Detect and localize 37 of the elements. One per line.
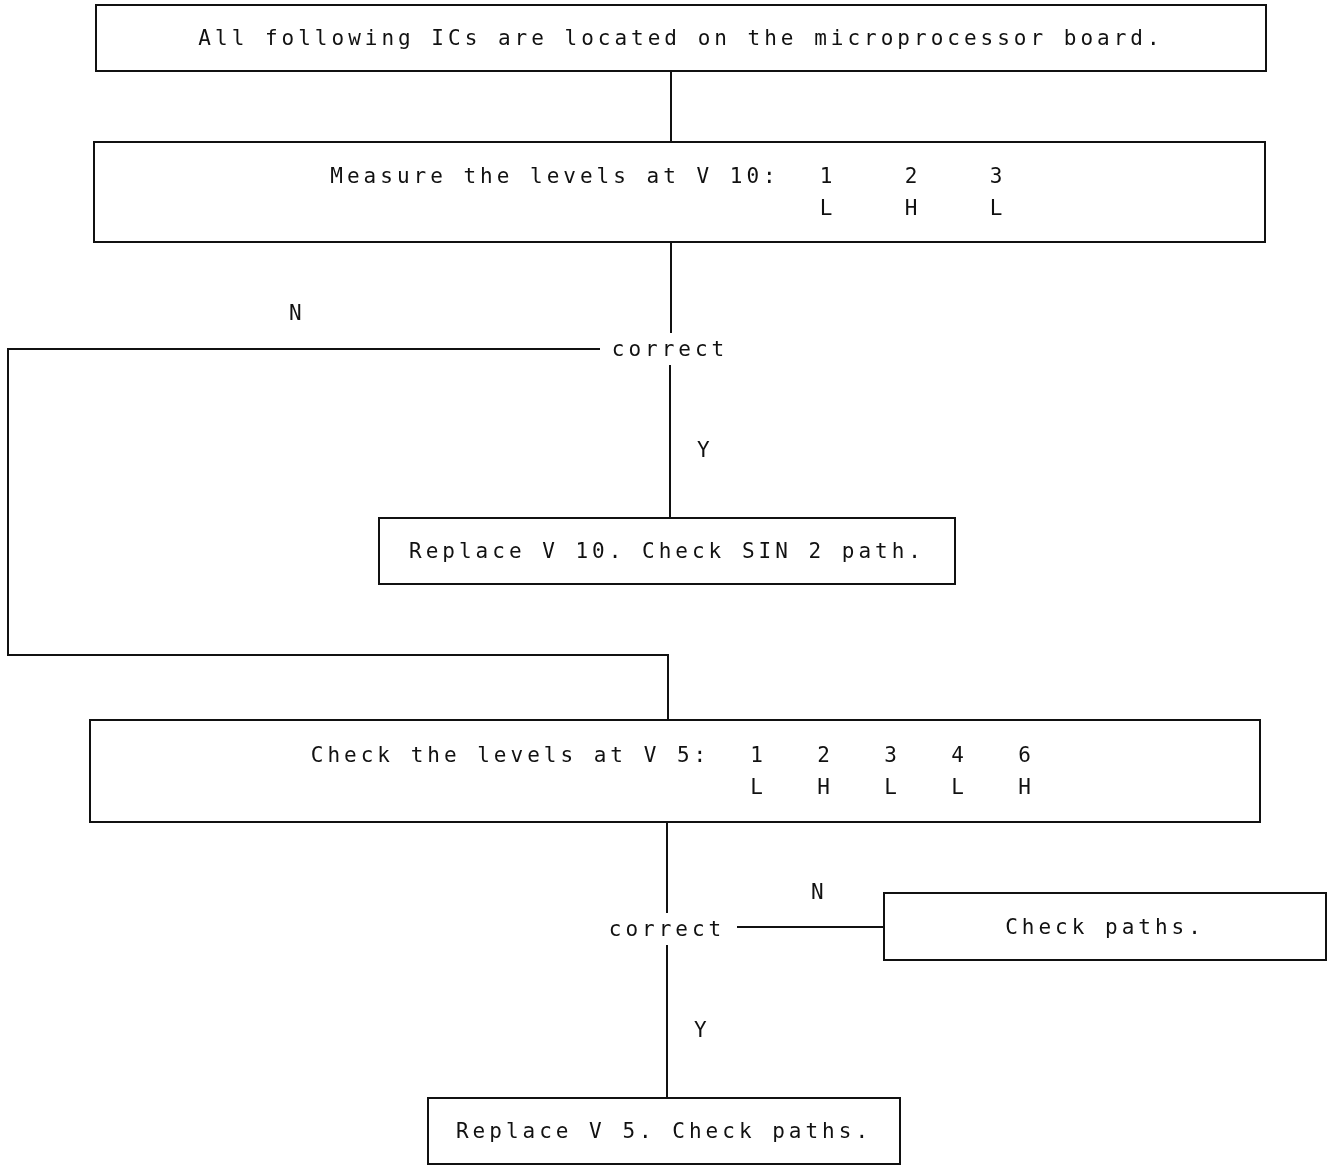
pin-number: 6 (1018, 743, 1036, 767)
process-box (89, 719, 1261, 823)
process-box (427, 1097, 901, 1165)
connector-line (670, 71, 672, 142)
level-value: H (817, 775, 835, 799)
connector-line (670, 242, 672, 334)
node-text: Replace V 5. Check paths. (455, 1119, 873, 1143)
node-text: Measure the levels at V 10: (330, 164, 780, 188)
level-value: L (951, 775, 969, 799)
pin-number: 1 (819, 164, 838, 188)
level-value: L (989, 196, 1008, 220)
node-text: Replace V 10. Check SIN 2 path. (409, 539, 925, 563)
pin-number: 1 (750, 743, 768, 767)
level-value: L (819, 196, 838, 220)
level-value: H (1018, 775, 1036, 799)
process-box (883, 892, 1327, 961)
connector-line (7, 348, 669, 720)
process-box (93, 141, 1266, 243)
connector-line (736, 926, 884, 928)
pin-number: 3 (884, 743, 902, 767)
process-box (95, 4, 1267, 72)
connector-line (669, 364, 671, 518)
node-text: All following ICs are located on the microprocessor board. (198, 26, 1164, 50)
level-value: L (884, 775, 902, 799)
node-text: Check paths. (1005, 914, 1205, 939)
connector-line (666, 822, 668, 914)
pin-number: 3 (989, 164, 1008, 188)
pin-number: 2 (817, 743, 835, 767)
level-value: L (750, 775, 768, 799)
node-text: Check the levels at V 5: (310, 743, 711, 767)
process-box (378, 517, 956, 585)
pin-number: 4 (951, 743, 969, 767)
pin-number: 2 (904, 164, 923, 188)
connector-line (666, 944, 668, 1098)
node-text: correct (611, 337, 729, 361)
level-value: H (904, 196, 923, 220)
node-text: correct (608, 917, 726, 941)
